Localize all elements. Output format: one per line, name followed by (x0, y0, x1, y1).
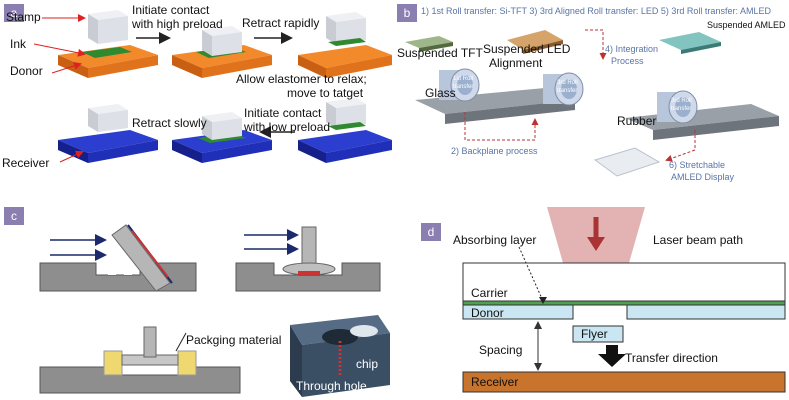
panel-a: a Stamp Ink Donor Receiver Initiate cont… (0, 0, 395, 200)
label-transfer-direction: Transfer direction (625, 351, 718, 365)
arrow-stretchable (665, 130, 696, 162)
label-roll2-sub: transfer (557, 88, 578, 94)
label-roll2: 3rd Roll (557, 80, 578, 86)
label-step5: Retract slowly (132, 116, 207, 130)
pointer-absorbing (518, 246, 544, 302)
panel-b-tag: b (397, 4, 417, 22)
roller-2 (543, 72, 584, 106)
suspended-amled-chip (659, 32, 721, 54)
label-flyer: Flyer (581, 327, 608, 341)
panel-c: c Packging material chip Through hole (0, 205, 395, 400)
label-receiver-a: Receiver (2, 156, 50, 170)
label-glass: Glass (425, 86, 456, 100)
spacing-arrow-bottom (534, 363, 542, 371)
pointer-packaging (175, 332, 187, 352)
receiver-plate-d (462, 371, 786, 393)
absorbing-layer (462, 300, 786, 306)
label-donor-d: Donor (471, 306, 504, 320)
panel-a-graphics (33, 10, 392, 163)
panel-c-graphics (39, 224, 390, 397)
panel-d: d Absorbing layer Laser beam path Carrie… (395, 205, 789, 400)
receiver-plate-3 (298, 98, 392, 163)
label-step3-line1: Allow elastomer to relax; (236, 72, 367, 86)
label-receiver-d: Receiver (471, 375, 519, 389)
panel-b: b 1) 1st Roll transfer: Si-TFT 3) 3rd Al… (395, 0, 789, 200)
label-roll1: 1st Roll (453, 76, 474, 82)
label-ink: Ink (10, 37, 27, 51)
label-step1-line1: Initiate contact (132, 3, 210, 17)
conveyor-left (415, 88, 575, 124)
label-step4-line1: Initiate contact (244, 106, 322, 120)
substrate-top-left (39, 262, 197, 292)
label-rubber: Rubber (617, 114, 657, 128)
label-roll3-sub: transfer (671, 106, 692, 112)
pointer-absorbing-head (539, 297, 547, 304)
label-step1-line2: with high preload (132, 17, 223, 31)
label-step3-line2: move to tatget (287, 86, 364, 100)
donor-plate-1 (58, 45, 158, 78)
panel-d-tag: d (421, 223, 441, 241)
substrate-top-right (235, 226, 381, 292)
pointer-receiver (59, 150, 84, 163)
label-step2: Retract rapidly (242, 16, 320, 30)
label-donor-a: Donor (10, 64, 43, 78)
label-through-hole: Through hole (296, 379, 367, 393)
flyer-block (572, 325, 624, 343)
panel-b-header: 1) 1st Roll transfer: Si-TFT 3) 3rd Alig… (421, 6, 771, 16)
roller-1 (439, 68, 480, 102)
receiver-plate-2 (172, 112, 272, 163)
donor-left (462, 304, 574, 320)
label-chip: chip (356, 357, 379, 371)
stretchable-display (593, 147, 661, 177)
suspended-led-chip (507, 30, 563, 54)
panel-b-graphics (405, 29, 779, 177)
chip-block (290, 315, 390, 397)
panel-a-tag: a (4, 4, 24, 22)
label-packaging: Packging material (186, 333, 282, 347)
label-stamp: Stamp (6, 10, 41, 24)
donor-right (626, 304, 786, 320)
label-roll3: 3rd Roll (671, 98, 692, 104)
suspended-tft-chip (405, 36, 453, 52)
label-roll1-sub: transfer (453, 84, 474, 90)
transfer-arrow-shaft (606, 345, 618, 355)
label-suspended-amled: Suspended AMLED (707, 20, 786, 30)
donor-plate-2 (172, 26, 272, 78)
label-alignment: Alignment (489, 56, 543, 70)
carrier-layer (462, 262, 786, 302)
label-carrier: Carrier (471, 286, 508, 300)
donor-plate-3 (298, 12, 392, 78)
roller-3 (657, 90, 698, 124)
pointer-ink (33, 43, 86, 57)
label-integration-line2: Process (611, 56, 644, 66)
label-stretchable-line2: AMLED Display (671, 172, 735, 182)
label-spacing: Spacing (479, 343, 523, 357)
transfer-arrow-head (598, 354, 626, 367)
laser-arrow-head (587, 237, 605, 251)
label-step4-line2: with low preload (244, 120, 331, 134)
label-suspended-tft: Suspended TFT (397, 46, 483, 60)
panel-d-graphics (462, 207, 786, 393)
label-suspended-led: Suspended LED (483, 42, 571, 56)
label-stretchable-line1: 6) Stretchable (669, 160, 726, 170)
label-integration-line1: 4) Integration (605, 44, 659, 54)
arrow-integration (585, 29, 607, 60)
spacing-arrow-top (534, 321, 542, 329)
label-laser-beam-path: Laser beam path (653, 233, 744, 247)
label-absorbing-layer: Absorbing layer (453, 233, 537, 247)
conveyor-right (625, 104, 779, 140)
receiver-plate-1 (58, 104, 158, 163)
label-backplane: 2) Backplane process (451, 146, 538, 156)
packaging-assembly (39, 326, 241, 394)
stamp-1 (88, 10, 128, 44)
pointer-donor (51, 62, 82, 74)
arrow-backplane (464, 112, 539, 141)
panel-c-tag: c (4, 207, 24, 225)
tilted-tool (111, 224, 173, 292)
